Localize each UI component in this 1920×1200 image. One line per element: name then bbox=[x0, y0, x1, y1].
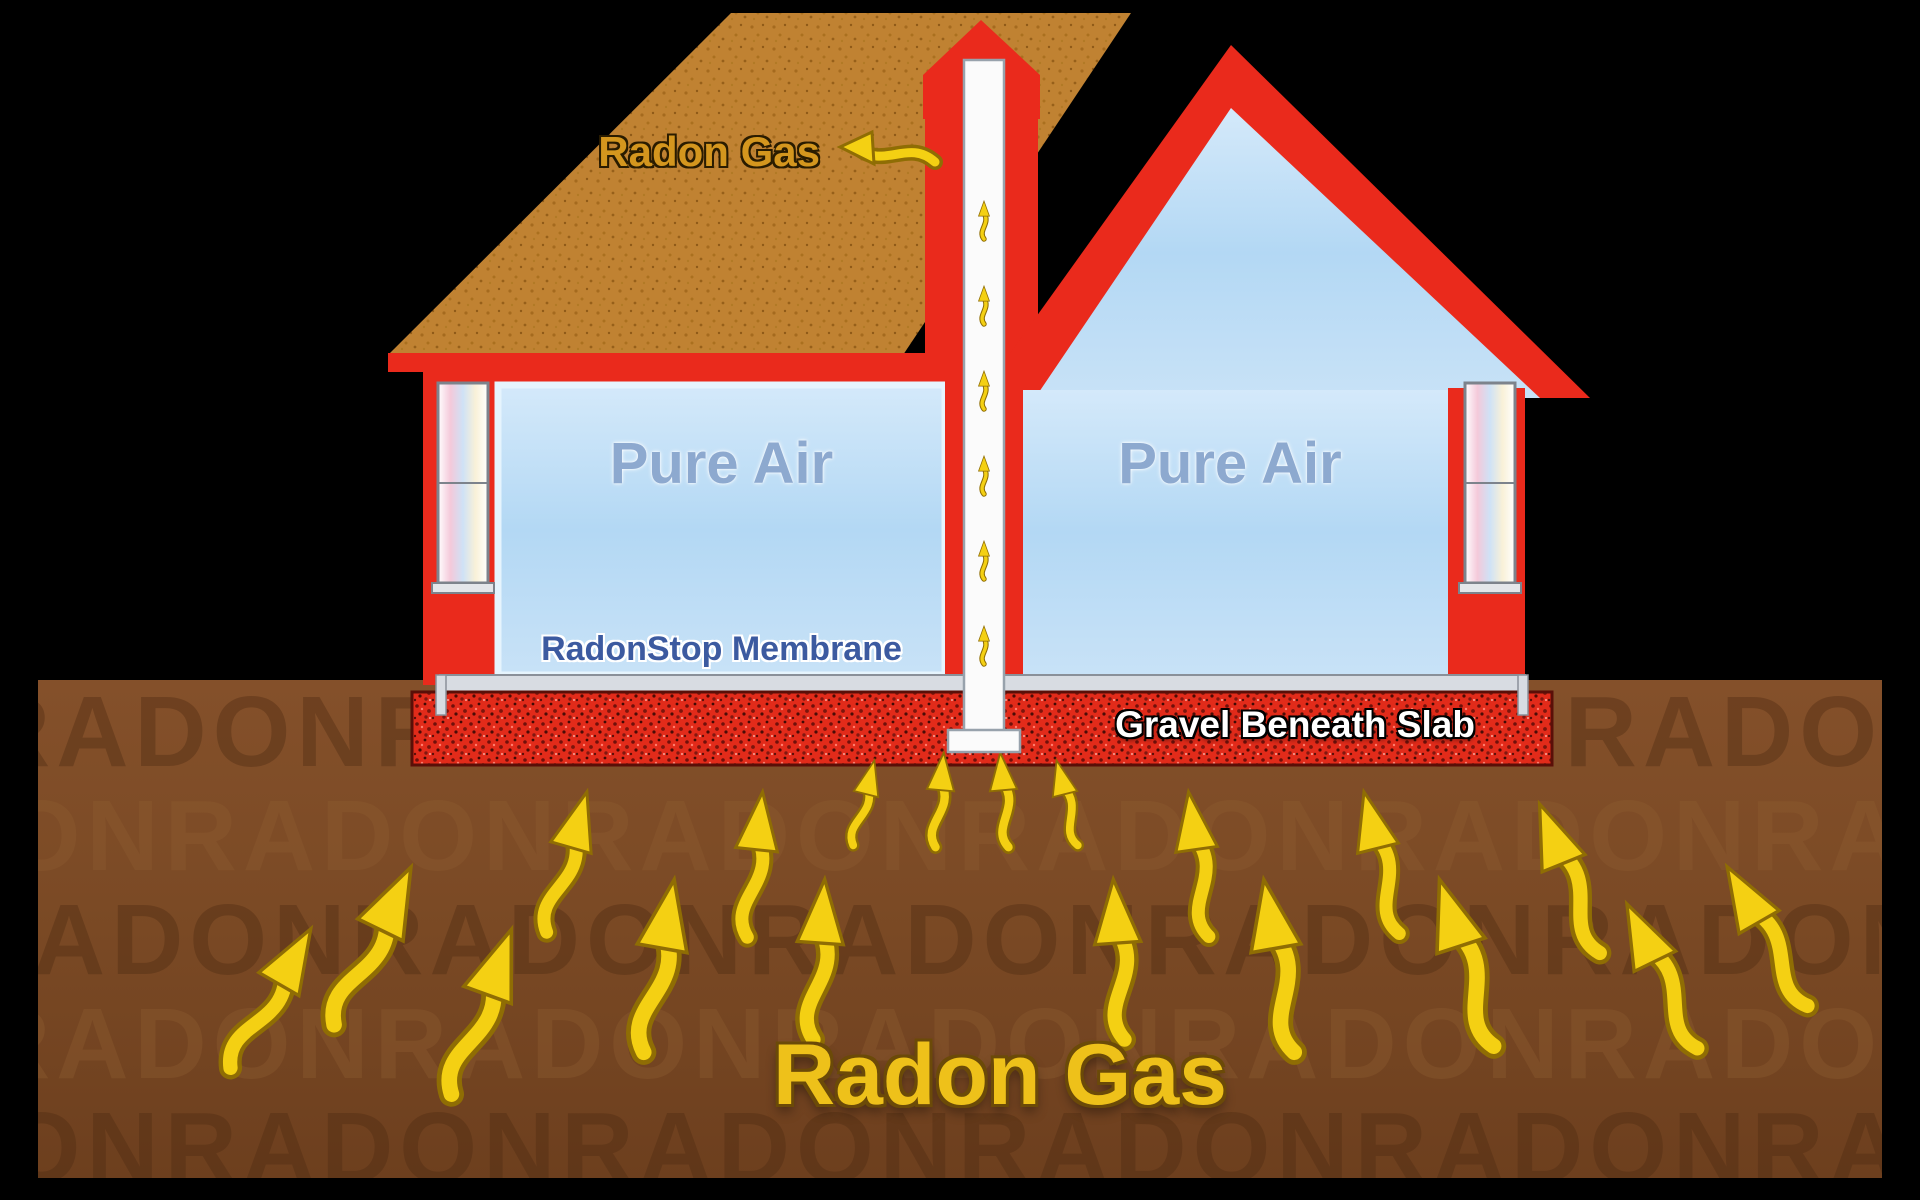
right-room-interior bbox=[1023, 390, 1448, 675]
radon-arrow bbox=[1344, 787, 1420, 939]
right-roof-interior bbox=[1035, 108, 1540, 398]
membrane-edge-right bbox=[1517, 674, 1529, 716]
radon-arrow bbox=[726, 790, 783, 940]
radon-arrow bbox=[428, 921, 535, 1103]
radon-arrow bbox=[311, 856, 433, 1036]
radon-arrow bbox=[1707, 855, 1827, 1017]
left-roof-fascia bbox=[388, 353, 968, 372]
vent-exit-arrow bbox=[836, 129, 943, 170]
right-window-sill bbox=[1458, 582, 1522, 594]
radon-gas-vent-label: Radon Gas bbox=[598, 128, 820, 175]
vent-pipe-foot bbox=[946, 728, 1022, 754]
radon-arrow bbox=[619, 875, 699, 1056]
membrane-edge-left bbox=[435, 674, 447, 716]
gravel-beneath-slab-label: Gravel Beneath Slab bbox=[1115, 704, 1475, 745]
radon-arrow bbox=[1518, 795, 1621, 961]
radon-arrow bbox=[1044, 757, 1090, 848]
radon-arrow bbox=[210, 917, 330, 1079]
radon-arrow bbox=[1606, 894, 1718, 1059]
radon-gas-soil-label: Radon Gas bbox=[773, 1027, 1227, 1123]
radon-arrow bbox=[526, 786, 607, 938]
soil-watermark-row: RADONRADONRADONRADONRADONRADONRADONRADON… bbox=[38, 1092, 1882, 1178]
radonstop-membrane-label: RadonStop Membrane bbox=[541, 630, 902, 668]
radon-arrow bbox=[1416, 872, 1518, 1054]
radon-arrow bbox=[790, 878, 847, 1041]
left-window-sill bbox=[431, 582, 495, 594]
radon-arrow bbox=[1168, 789, 1230, 939]
radon-arrow bbox=[1090, 878, 1147, 1041]
pure-air-right-label: Pure Air bbox=[1118, 431, 1342, 496]
radon-arrow bbox=[841, 757, 887, 848]
pure-air-left-label: Pure Air bbox=[609, 431, 834, 496]
